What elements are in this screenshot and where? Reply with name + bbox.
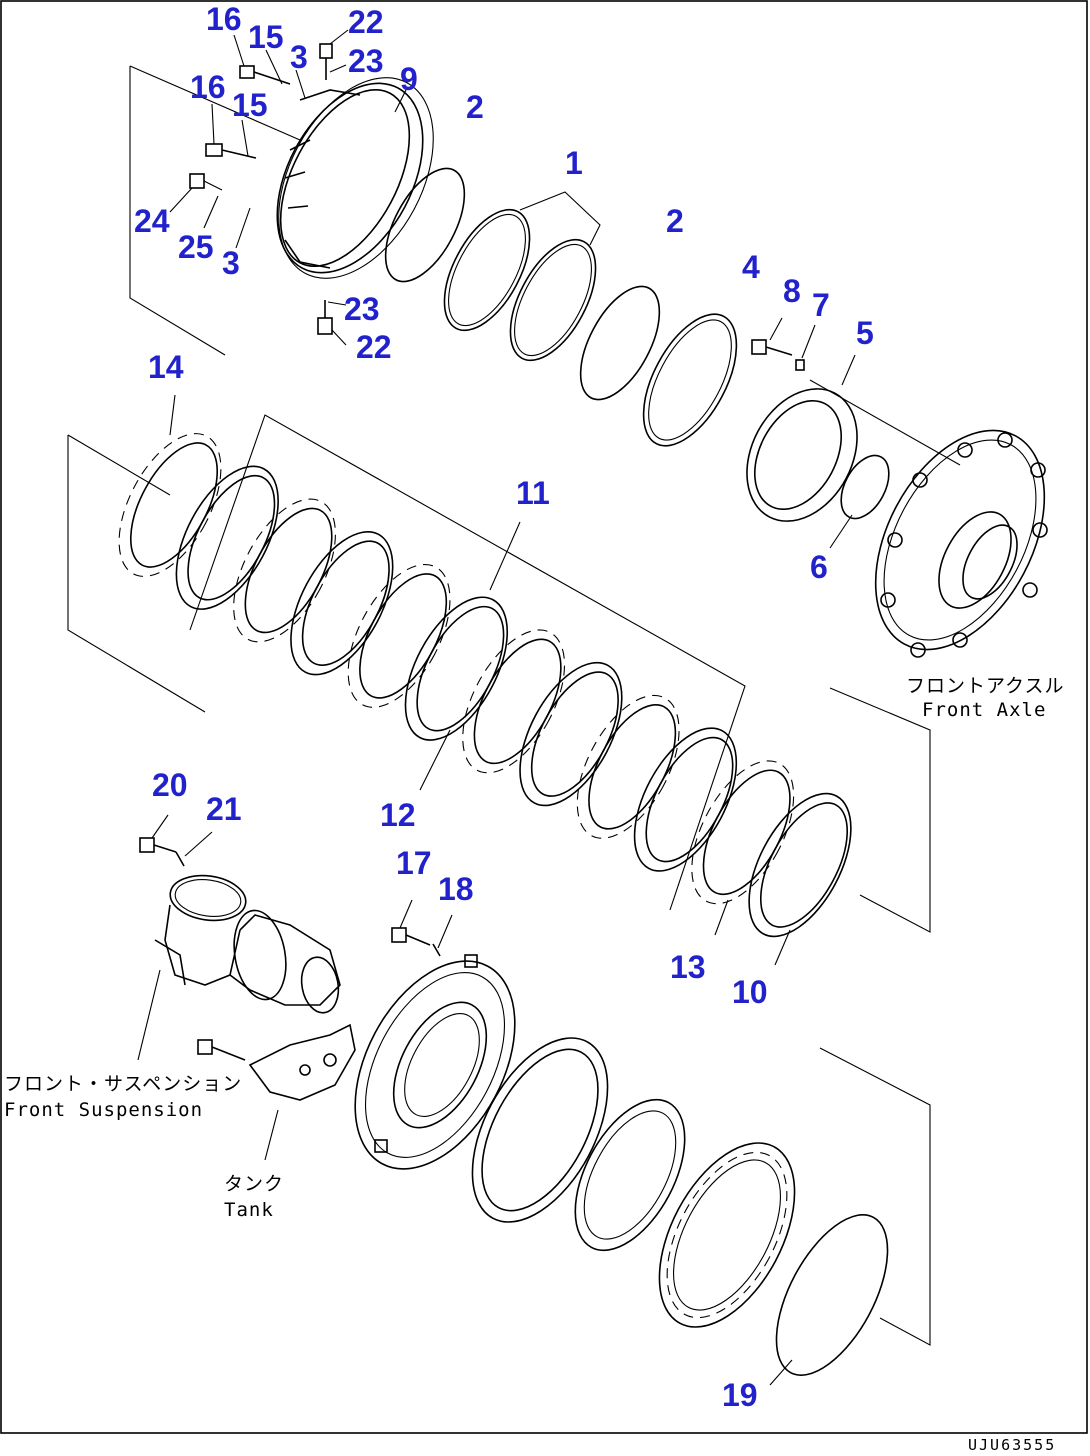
callout-14: 14 bbox=[148, 349, 184, 385]
callout-3: 3 bbox=[290, 39, 308, 75]
disc-plate bbox=[748, 792, 852, 938]
callout-17: 17 bbox=[396, 845, 432, 881]
bolt-part-16-upper bbox=[239, 65, 291, 85]
callout-15: 15 bbox=[248, 19, 284, 55]
disc-plate bbox=[118, 433, 222, 577]
tank-label-jp: タンク bbox=[224, 1173, 284, 1195]
callout-25: 25 bbox=[178, 229, 214, 265]
ring-part-2-upper bbox=[384, 167, 466, 283]
drawing-code: UJU63555 bbox=[968, 1436, 1056, 1454]
callout-2: 2 bbox=[466, 89, 484, 125]
housing-part-9 bbox=[276, 77, 434, 279]
front-suspension-housing bbox=[154, 874, 341, 1014]
callout-18: 18 bbox=[438, 871, 474, 907]
disc-plate bbox=[175, 465, 279, 610]
callout-numbers: 16 15 3 22 23 9 16 15 24 25 3 23 22 2 1 … bbox=[134, 1, 874, 1413]
piston-ring-inner bbox=[574, 1098, 686, 1252]
ring-part-4 bbox=[642, 313, 738, 447]
lower-housing-group bbox=[137, 814, 931, 1386]
disc-plate bbox=[576, 694, 680, 839]
bolt-part-17 bbox=[391, 899, 431, 946]
callout-16: 16 bbox=[190, 69, 226, 105]
front-axle-label-jp: フロントアクスル bbox=[906, 675, 1064, 697]
callout-7: 7 bbox=[812, 287, 830, 323]
middle-disc-stack-group bbox=[67, 394, 931, 966]
spring-ring bbox=[658, 1142, 796, 1328]
leaders-upper bbox=[169, 29, 407, 346]
disc-plate bbox=[519, 661, 623, 807]
brake-housing-lower bbox=[354, 954, 516, 1170]
piston-ring-outer bbox=[471, 1037, 609, 1223]
callout-10: 10 bbox=[732, 974, 768, 1010]
seal-pair-part-1 bbox=[443, 191, 601, 362]
gasket-part-19 bbox=[775, 1214, 889, 1376]
disc-plate bbox=[633, 727, 738, 872]
front-axle-hub bbox=[874, 429, 1048, 658]
washer-part-18 bbox=[432, 914, 453, 957]
disc-plate bbox=[462, 629, 566, 774]
washer-part-21 bbox=[175, 831, 213, 867]
bolt-part-20 bbox=[139, 814, 177, 853]
callout-12: 12 bbox=[380, 797, 416, 833]
upper-brake-housing-group bbox=[129, 29, 1048, 658]
callout-21: 21 bbox=[206, 791, 242, 827]
disc-plate bbox=[404, 596, 509, 741]
callout-1: 1 bbox=[565, 145, 583, 181]
callout-23: 23 bbox=[348, 43, 384, 79]
callout-23: 23 bbox=[344, 291, 380, 327]
front-axle-label-en: Front Axle bbox=[922, 699, 1046, 721]
tank-bracket bbox=[197, 1023, 356, 1101]
front-suspension-label-jp: フロント・サスペンション bbox=[4, 1073, 242, 1095]
component-labels: フロントアクスル Front Axle フロント・サスペンション Front S… bbox=[4, 675, 1064, 1454]
callout-19: 19 bbox=[722, 1377, 758, 1413]
disc-stack bbox=[118, 433, 852, 938]
ring-part-2-lower bbox=[579, 285, 661, 401]
tank-label-en: Tank bbox=[224, 1199, 274, 1221]
front-suspension-label-en: Front Suspension bbox=[4, 1099, 203, 1121]
bolt-part-22-upper bbox=[319, 43, 333, 80]
disc-plate bbox=[290, 530, 394, 676]
disc-plate bbox=[691, 760, 795, 905]
bolt-part-24 bbox=[189, 173, 223, 191]
bolt-part-8 bbox=[751, 317, 793, 356]
callout-15: 15 bbox=[232, 87, 268, 123]
washer-part-7 bbox=[795, 324, 816, 371]
callout-3: 3 bbox=[222, 245, 240, 281]
callout-11: 11 bbox=[516, 475, 550, 511]
ring-part-6 bbox=[840, 454, 890, 520]
callout-13: 13 bbox=[670, 949, 706, 985]
callout-22: 22 bbox=[356, 329, 392, 365]
callout-9: 9 bbox=[400, 61, 418, 97]
disc-plate bbox=[347, 563, 451, 708]
callout-4: 4 bbox=[742, 249, 760, 285]
plate-part-5 bbox=[746, 354, 858, 522]
disc-plate bbox=[233, 498, 336, 643]
bolt-part-22-lower bbox=[317, 300, 333, 335]
callout-8: 8 bbox=[783, 273, 801, 309]
callout-24: 24 bbox=[134, 203, 170, 239]
callout-22: 22 bbox=[348, 4, 384, 40]
callout-20: 20 bbox=[152, 767, 188, 803]
callout-5: 5 bbox=[856, 315, 874, 351]
callout-16: 16 bbox=[206, 1, 242, 37]
callout-2: 2 bbox=[666, 203, 684, 239]
callout-6: 6 bbox=[810, 549, 828, 585]
